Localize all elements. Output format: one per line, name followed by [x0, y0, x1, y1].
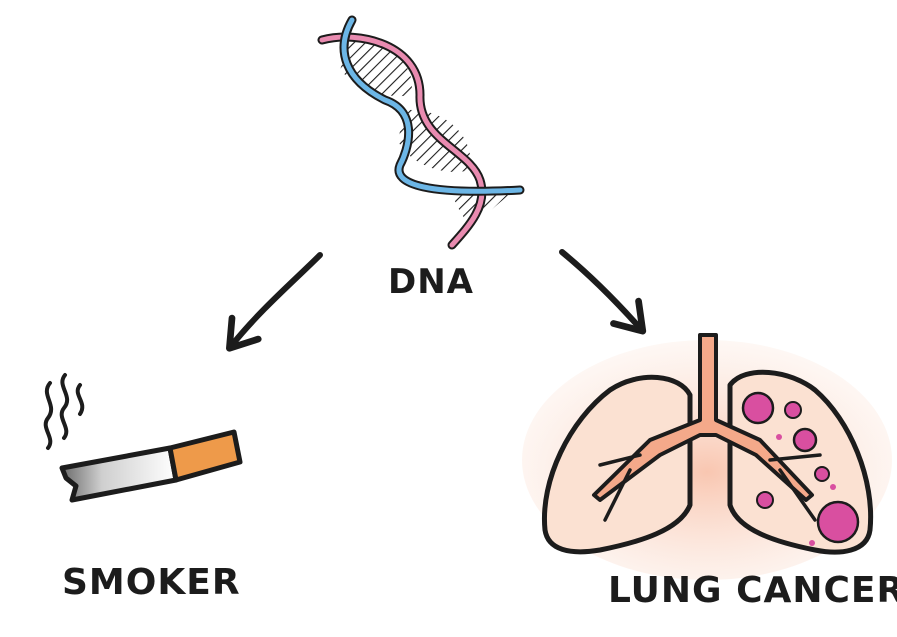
cigarette-filter — [167, 429, 243, 483]
dna-helix-icon — [317, 15, 525, 250]
lung-cancer-label: LUNG CANCER — [608, 570, 897, 611]
dna-base-pairs-middle — [398, 109, 471, 172]
smoker-label: SMOKER — [62, 562, 241, 603]
tumor-icon — [741, 391, 860, 546]
arrow-dna-to-lung-cancer — [559, 249, 647, 335]
lungs-with-tumors-icon — [522, 333, 892, 580]
dna-label: DNA — [388, 262, 474, 302]
smoke-icon — [43, 381, 54, 450]
left-lung — [541, 374, 693, 555]
cigarette-icon — [43, 373, 243, 503]
arrow-dna-to-smoker — [226, 252, 323, 352]
